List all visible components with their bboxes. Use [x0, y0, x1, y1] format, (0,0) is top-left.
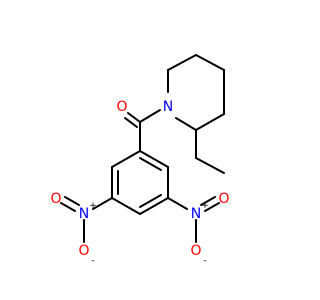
- bond-b3-b4: [111, 197, 141, 215]
- bond-b4-b5-inner: [139, 194, 162, 208]
- piperidine-ring: [167, 54, 225, 131]
- atom-nitro-right-nitrogen: N: [191, 206, 201, 222]
- bond-b4-b5: [139, 197, 169, 215]
- bond-b6-b1: [139, 150, 169, 168]
- bond-b6-b1-inner: [139, 157, 162, 171]
- atom-piperidine-nitrogen: N: [163, 99, 173, 115]
- bond-carbonyl-o-1: [127, 112, 141, 123]
- bond-nl-o-double-1: [64, 196, 80, 206]
- atom-carbonyl-oxygen: O: [116, 99, 127, 115]
- bond-nr-o-double-1: [200, 196, 216, 206]
- bond-carbonyl-o-2: [124, 117, 138, 128]
- structure-svg: O N N + O O - N + O O -: [50, 54, 230, 266]
- bond-c2-n: [175, 117, 197, 131]
- bond-c3-c2: [195, 113, 225, 131]
- bond-n-carbonyl: [139, 109, 161, 123]
- charge-nitro-right-oxygen: -: [203, 256, 206, 266]
- bond-ring-nitro-left: [92, 197, 113, 210]
- nitro-right-bonds: [167, 196, 220, 243]
- bond-c6-c5: [167, 54, 197, 71]
- molecule-diagram: O N N + O O - N + O O -: [50, 54, 230, 266]
- atom-nitro-left-oxygen-minus: O: [78, 243, 89, 259]
- atom-nitro-right-oxygen-double: O: [218, 191, 229, 207]
- charge-nitro-left-nitrogen: +: [89, 201, 97, 211]
- bond-b1-b2: [111, 150, 141, 168]
- amide-group: [124, 109, 161, 152]
- bond-ring-nitro-right: [167, 197, 188, 210]
- atom-nitro-right-oxygen-minus: O: [190, 243, 201, 259]
- bond-c5-c4: [195, 54, 225, 71]
- ethyl-group: [195, 129, 225, 174]
- bond-ch2-ch3: [195, 157, 225, 174]
- bond-nr-o-double-2: [204, 202, 220, 212]
- charge-nitro-left-oxygen: -: [91, 256, 94, 266]
- atom-nitro-left-oxygen-double: O: [50, 191, 61, 207]
- atom-labels: O N N + O O - N + O O -: [50, 98, 230, 266]
- benzene-ring: [111, 150, 169, 215]
- charge-nitro-right-nitrogen: +: [201, 201, 209, 211]
- atom-nitro-left-nitrogen: N: [79, 206, 89, 222]
- nitro-left-bonds: [60, 196, 113, 243]
- bond-nl-o-double-2: [60, 202, 76, 212]
